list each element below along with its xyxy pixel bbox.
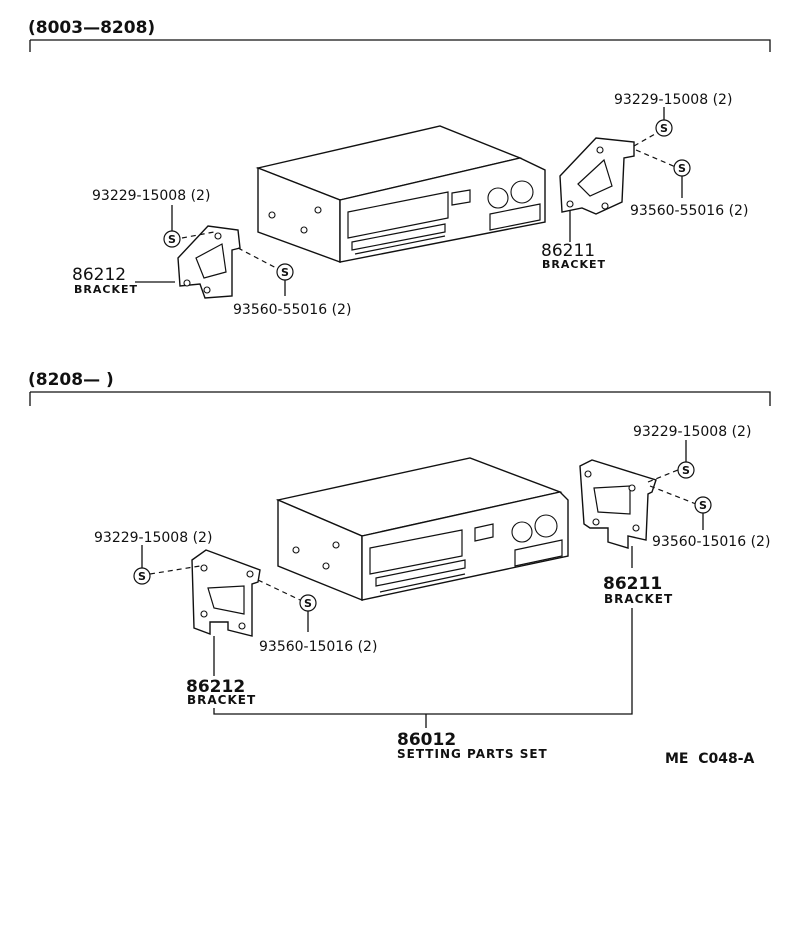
screw-icon: S [694, 496, 712, 514]
diagram-code: ME C048-A [665, 751, 755, 767]
screw-icon: S [163, 230, 181, 248]
callout-bracket-left-number: 86212 [72, 265, 126, 285]
callout-bracket-right-number-2: 86211 [603, 574, 662, 594]
section-1: (8003—8208) [28, 18, 771, 318]
radio-unit-1 [255, 125, 546, 264]
bracket-left-86212-shape [177, 225, 241, 299]
callout-screw-93229-right-2: 93229-15008 (2) [633, 424, 751, 440]
screw-icon: S [133, 567, 151, 585]
callout-set-name: SETTING PARTS SET [397, 747, 548, 761]
radio-unit-2 [275, 457, 569, 602]
callout-screw-93560-left-2: 93560-15016 (2) [259, 639, 377, 655]
callout-screw-93560-left: 93560-55016 (2) [233, 302, 351, 318]
screw-icon: S [276, 263, 294, 281]
callout-bracket-right-name-2: BRACKET [604, 592, 673, 606]
screw-icon: S [673, 159, 691, 177]
bracket-right-86211-shape [559, 137, 635, 215]
svg-text:S: S [168, 233, 176, 246]
callout-screw-93560-right-2: 93560-15016 (2) [652, 534, 770, 550]
bracket-right-86211-shape-2 [579, 459, 657, 549]
screw-icon: S [677, 461, 695, 479]
callout-bracket-right-number: 86211 [541, 241, 595, 261]
svg-text:S: S [138, 570, 146, 583]
section-2-bracket-line [29, 391, 771, 406]
callout-bracket-right-name: BRACKET [542, 258, 606, 271]
section-1-bracket-line [29, 39, 771, 52]
svg-text:S: S [682, 464, 690, 477]
svg-text:S: S [699, 499, 707, 512]
callout-bracket-left-number-2: 86212 [186, 677, 245, 697]
svg-text:S: S [304, 597, 312, 610]
callout-set-number: 86012 [397, 730, 456, 750]
screws-section-1: S S S S [163, 119, 691, 281]
screw-icon: S [655, 119, 673, 137]
callout-screw-93560-right: 93560-55016 (2) [630, 203, 748, 219]
callout-screw-93229-left: 93229-15008 (2) [92, 188, 210, 204]
section-2-range-label: (8208— ) [28, 370, 114, 390]
section-2: (8208— ) [28, 370, 771, 761]
bracket-left-86212-shape-2 [191, 549, 261, 637]
callout-bracket-left-name: BRACKET [74, 283, 138, 296]
screw-icon: S [299, 594, 317, 612]
svg-text:S: S [678, 162, 686, 175]
section-1-range-label: (8003—8208) [28, 18, 155, 38]
svg-text:S: S [281, 266, 289, 279]
callout-screw-93229-left-2: 93229-15008 (2) [94, 530, 212, 546]
svg-text:S: S [660, 122, 668, 135]
callout-bracket-left-name-2: BRACKET [187, 693, 256, 707]
callout-screw-93229-right: 93229-15008 (2) [614, 92, 732, 108]
